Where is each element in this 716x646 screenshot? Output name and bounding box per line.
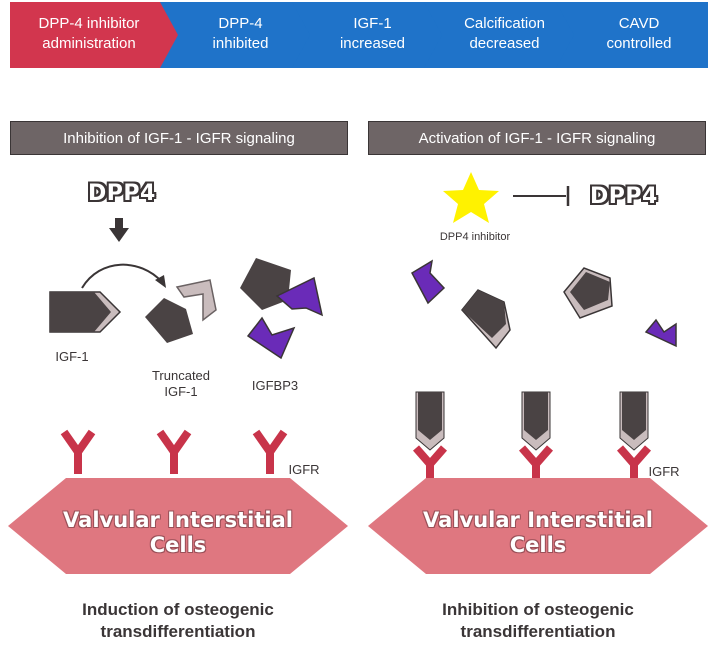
igfbp3-free-right bbox=[644, 318, 677, 348]
truncated-line1: Truncated bbox=[151, 368, 211, 383]
right-molecules bbox=[411, 172, 677, 486]
right-cell-line2: Cells bbox=[509, 533, 567, 557]
igfbp3-free-left bbox=[411, 259, 446, 305]
flow-step-1-line2: administration bbox=[42, 35, 136, 52]
dpp4-inhibitor-label: DPP4 inhibitor bbox=[439, 231, 511, 243]
igfbp3-complex bbox=[240, 258, 324, 360]
right-cell-label: Valvular Interstitial Cells bbox=[378, 508, 698, 558]
left-igfr-label: IGFR bbox=[288, 462, 320, 477]
left-cell-shape bbox=[8, 478, 348, 574]
truncated-igf1-molecule bbox=[145, 279, 217, 343]
truncated-igf1-label: Truncated IGF-1 bbox=[136, 368, 226, 400]
flow-step-4-shape bbox=[424, 2, 579, 68]
left-receptor-3 bbox=[252, 429, 288, 474]
flow-banner bbox=[10, 2, 708, 68]
right-cell-line1: Valvular Interstitial bbox=[423, 508, 653, 532]
igf1-free-1 bbox=[461, 289, 511, 350]
flow-step-1-label: DPP-4 inhibitor administration bbox=[14, 14, 164, 54]
inhibition-tbar-icon bbox=[513, 186, 570, 206]
left-dpp4-label: DPP4 bbox=[88, 181, 156, 206]
right-igfr-label: IGFR bbox=[648, 464, 680, 479]
truncated-line2: IGF-1 bbox=[164, 384, 198, 399]
left-cell-line2: Cells bbox=[149, 533, 207, 557]
right-panel-title: Activation of IGF-1 - IGFR signaling bbox=[368, 121, 706, 155]
flow-step-2-line1: DPP-4 bbox=[218, 15, 263, 32]
down-arrow-icon bbox=[109, 218, 129, 242]
flow-step-5-line1: CAVD bbox=[618, 15, 660, 32]
right-dpp4-label: DPP4 bbox=[590, 184, 658, 209]
flow-step-5-shape bbox=[556, 2, 708, 68]
left-molecules bbox=[49, 218, 324, 474]
flow-step-4-line2: decreased bbox=[469, 35, 540, 52]
left-outcome: Induction of osteogenic transdifferentia… bbox=[20, 599, 336, 643]
flow-step-1-shape bbox=[10, 2, 183, 68]
flow-step-2-shape bbox=[160, 2, 315, 68]
flow-step-3-line1: IGF-1 bbox=[353, 15, 392, 32]
flow-step-2-line2: inhibited bbox=[212, 35, 269, 52]
flow-step-1-line1: DPP-4 inhibitor bbox=[38, 15, 140, 32]
flow-step-4-label: Calcification decreased bbox=[442, 14, 567, 54]
right-outcome-line1: Inhibition of osteogenic bbox=[442, 600, 634, 619]
right-receptor-2 bbox=[518, 391, 554, 486]
right-cell-shape bbox=[368, 478, 708, 574]
left-outcome-line2: transdifferentiation bbox=[100, 622, 256, 641]
left-outcome-line1: Induction of osteogenic bbox=[82, 600, 274, 619]
star-icon bbox=[443, 172, 499, 223]
left-cell-line1: Valvular Interstitial bbox=[63, 508, 293, 532]
igfbp3-label: IGFBP3 bbox=[251, 378, 299, 393]
left-panel-title: Inhibition of IGF-1 - IGFR signaling bbox=[10, 121, 348, 155]
right-receptor-3 bbox=[616, 391, 652, 486]
left-cell-label: Valvular Interstitial Cells bbox=[20, 508, 336, 558]
cleavage-arrowhead bbox=[155, 275, 166, 288]
igf1-molecule bbox=[49, 291, 122, 333]
flow-step-5-label: CAVD controlled bbox=[574, 14, 704, 54]
igf1-label: IGF-1 bbox=[55, 349, 89, 364]
flow-step-4-line1: Calcification bbox=[464, 15, 545, 32]
right-receptor-1 bbox=[412, 391, 448, 486]
flow-step-3-shape bbox=[292, 2, 447, 68]
right-outcome-line2: transdifferentiation bbox=[460, 622, 616, 641]
right-outcome: Inhibition of osteogenic transdifferenti… bbox=[378, 599, 698, 643]
left-receptor-2 bbox=[156, 429, 192, 474]
flow-step-3-label: IGF-1 increased bbox=[310, 14, 435, 54]
flow-step-5-line2: controlled bbox=[606, 35, 672, 52]
cleavage-curved-arrow bbox=[81, 263, 163, 289]
left-receptor-1 bbox=[60, 429, 96, 474]
igf1-free-2 bbox=[563, 267, 613, 319]
flow-step-2-label: DPP-4 inhibited bbox=[178, 14, 303, 54]
flow-step-3-line2: increased bbox=[339, 35, 406, 52]
